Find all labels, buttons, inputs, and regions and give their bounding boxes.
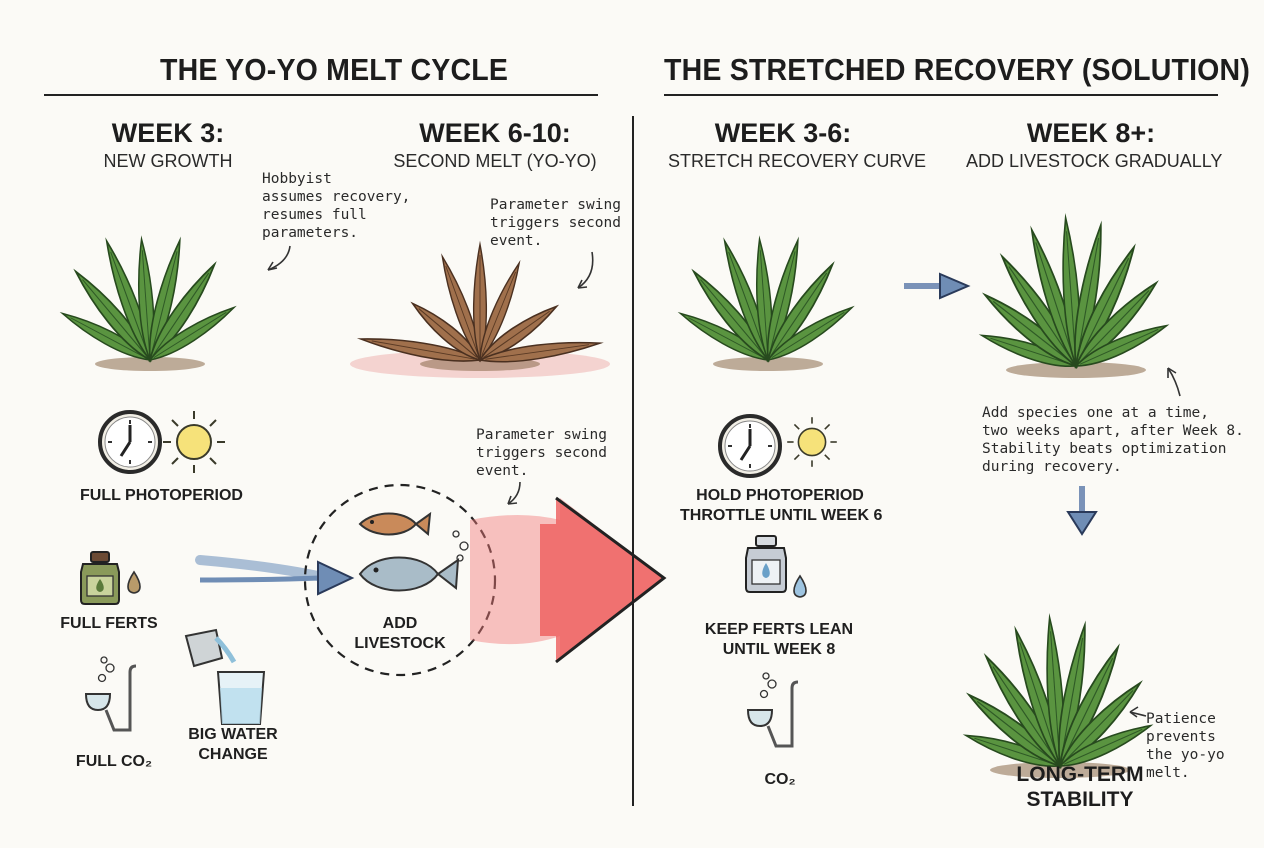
label-co2: CO₂	[764, 771, 796, 788]
left-panel-title: THE YO-YO MELT CYCLE	[160, 52, 509, 87]
blue-arrow-to-livestock	[195, 555, 355, 596]
label-long-term-stability: LONG-TERM STABILITY	[1016, 763, 1144, 811]
left-week-a-heading: WEEK 3:	[111, 118, 225, 148]
fertilizer-bottle-icon	[80, 551, 120, 605]
stretch-recovery-plant-icon	[768, 360, 769, 361]
panel-divider	[632, 116, 634, 806]
fish-large-icon	[358, 530, 469, 592]
drop-icon-right	[793, 574, 807, 598]
left-week-b-heading: WEEK 6-10:	[419, 118, 571, 148]
left-week-b-subtitle: SECOND MELT (YO-YO)	[393, 151, 597, 171]
label-full-co2: FULL CO₂	[75, 753, 153, 770]
dim-sun-icon	[786, 416, 838, 468]
right-week-a: WEEK 3-6: STRETCH RECOVERY CURVE	[668, 118, 927, 172]
co2-diffuser-icon	[84, 655, 138, 732]
sun-icon	[162, 410, 226, 474]
note-swing-mid: Parameter swing triggers second event.	[476, 427, 607, 479]
fish-small-icon	[358, 511, 432, 536]
fertilizer-bottle-icon-right	[745, 535, 787, 593]
label-add-livestock: ADD LIVESTOCK	[354, 615, 446, 652]
clock-icon-right	[718, 414, 782, 478]
right-title-underline	[664, 94, 1218, 96]
note-patience: Patience prevents the yo-yo melt.	[1146, 711, 1225, 781]
left-week-b: WEEK 6-10: SECOND MELT (YO-YO)	[385, 118, 605, 172]
right-panel-title: THE STRETCHED RECOVERY (SOLUTION)	[664, 52, 1251, 87]
new-growth-plant-icon	[150, 360, 151, 361]
red-arrow-icon	[470, 496, 667, 664]
right-week-a-subtitle: STRETCH RECOVERY CURVE	[668, 151, 927, 171]
left-week-a: WEEK 3: NEW GROWTH	[88, 118, 248, 172]
label-full-ferts: FULL FERTS	[60, 615, 158, 632]
drop-icon	[127, 571, 141, 594]
label-big-water-change: BIG WATER CHANGE	[188, 726, 278, 763]
melting-plant-icon	[350, 243, 610, 378]
left-title-underline	[44, 94, 598, 96]
note-species: Add species one at a time, two weeks apa…	[982, 405, 1244, 475]
progress-arrows	[904, 272, 1181, 718]
note-hobbyist: Hobbyist assumes recovery, resumes full …	[262, 171, 411, 241]
right-week-a-heading: WEEK 3-6:	[714, 118, 852, 148]
label-full-photoperiod: FULL PHOTOPERIOD	[80, 487, 243, 504]
left-week-a-subtitle: NEW GROWTH	[103, 151, 233, 171]
note-arrows-left	[267, 245, 594, 505]
label-keep-ferts-lean: KEEP FERTS LEAN UNTIL WEEK 8	[704, 621, 854, 658]
right-week-b: WEEK 8+: ADD LIVESTOCK GRADUALLY	[966, 118, 1223, 172]
right-week-b-heading: WEEK 8+:	[1026, 118, 1156, 148]
water-change-icon	[184, 628, 266, 725]
clock-icon	[98, 410, 162, 474]
label-hold-photoperiod: HOLD PHOTOPERIOD THROTTLE UNTIL WEEK 6	[680, 487, 883, 524]
livestock-dashed-circle	[303, 483, 497, 677]
right-week-b-subtitle: ADD LIVESTOCK GRADUALLY	[966, 151, 1223, 171]
gradual-livestock-plant-icon	[1076, 366, 1077, 367]
co2-diffuser-icon-right	[746, 671, 800, 748]
note-swing-top: Parameter swing triggers second event.	[490, 197, 621, 249]
